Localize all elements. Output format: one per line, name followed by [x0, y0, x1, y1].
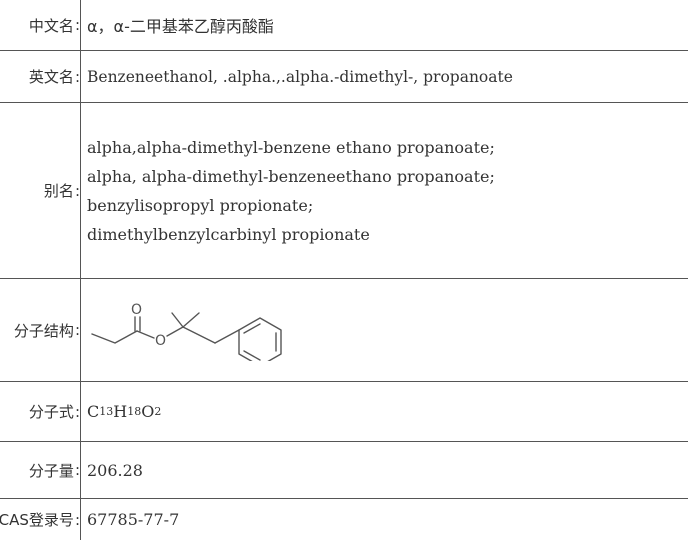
label-colon: : [74, 321, 80, 339]
structure-diagram: O O [91, 302, 282, 361]
value-chinese-name: α，α-二甲基苯乙醇丙酸酯 [87, 17, 274, 36]
label-chinese-name: 中文名: [29, 0, 80, 50]
formula-element: H [113, 402, 128, 421]
label-colon: : [74, 181, 80, 200]
label-structure: 分子结构: [14, 279, 80, 381]
label-text: 分子结构 [13, 321, 74, 340]
formula-count: 2 [154, 405, 162, 418]
label-colon: : [74, 67, 80, 86]
label-colon: : [74, 510, 80, 529]
label-text: 别名 [43, 182, 74, 200]
value-cas: 67785-77-7 [87, 510, 180, 529]
carbon-chain [91, 330, 138, 344]
row-english-name: 英文名: Benzeneethanol, .alpha.,.alpha.-dim… [0, 51, 688, 103]
label-text: CAS登录号 [0, 511, 74, 529]
synonym-item: benzylisopropyl propionate; [87, 195, 314, 215]
label-colon: : [74, 16, 80, 34]
label-text: 分子量 [28, 461, 74, 480]
label-cas: CAS登录号: [0, 499, 80, 540]
synonym-item: alpha, alpha-dimethyl-benzeneethano prop… [87, 166, 495, 186]
label-text: 分子式 [28, 403, 74, 421]
label-text: 英文名 [28, 68, 74, 86]
label-english-name: 英文名: [29, 51, 80, 102]
row-cas: CAS登录号: 67785-77-7 [0, 499, 688, 540]
label-synonyms: 别名: [44, 103, 80, 278]
label-colon: : [74, 461, 80, 479]
ester-oxygen-label: O [155, 333, 166, 349]
column-divider [80, 0, 81, 540]
carbonyl-oxygen-label: O [131, 302, 142, 318]
value-mol-weight: 206.28 [87, 460, 143, 480]
synonym-item: dimethylbenzylcarbinyl propionate [87, 224, 370, 244]
formula-element: C [87, 402, 100, 421]
label-text: 中文名 [28, 16, 74, 35]
benzene-ring [238, 317, 282, 361]
value-english-name: Benzeneethanol, .alpha.,.alpha.-dimethyl… [87, 67, 513, 86]
row-chinese-name: 中文名: α，α-二甲基苯乙醇丙酸酯 [0, 0, 688, 51]
value-synonyms: alpha,alpha-dimethyl-benzene ethano prop… [87, 103, 495, 278]
row-structure: 分子结构: O O [0, 279, 688, 382]
label-mol-weight: 分子量: [29, 442, 80, 498]
formula-count: 13 [99, 405, 114, 418]
synonym-item: alpha,alpha-dimethyl-benzene ethano prop… [87, 137, 495, 157]
label-colon: : [74, 402, 80, 421]
row-synonyms: 别名: alpha,alpha-dimethyl-benzene ethano … [0, 103, 688, 279]
formula-element: O [141, 402, 155, 421]
label-formula: 分子式: [29, 382, 80, 441]
row-mol-weight: 分子量: 206.28 [0, 442, 688, 499]
formula-count: 18 [127, 405, 142, 418]
